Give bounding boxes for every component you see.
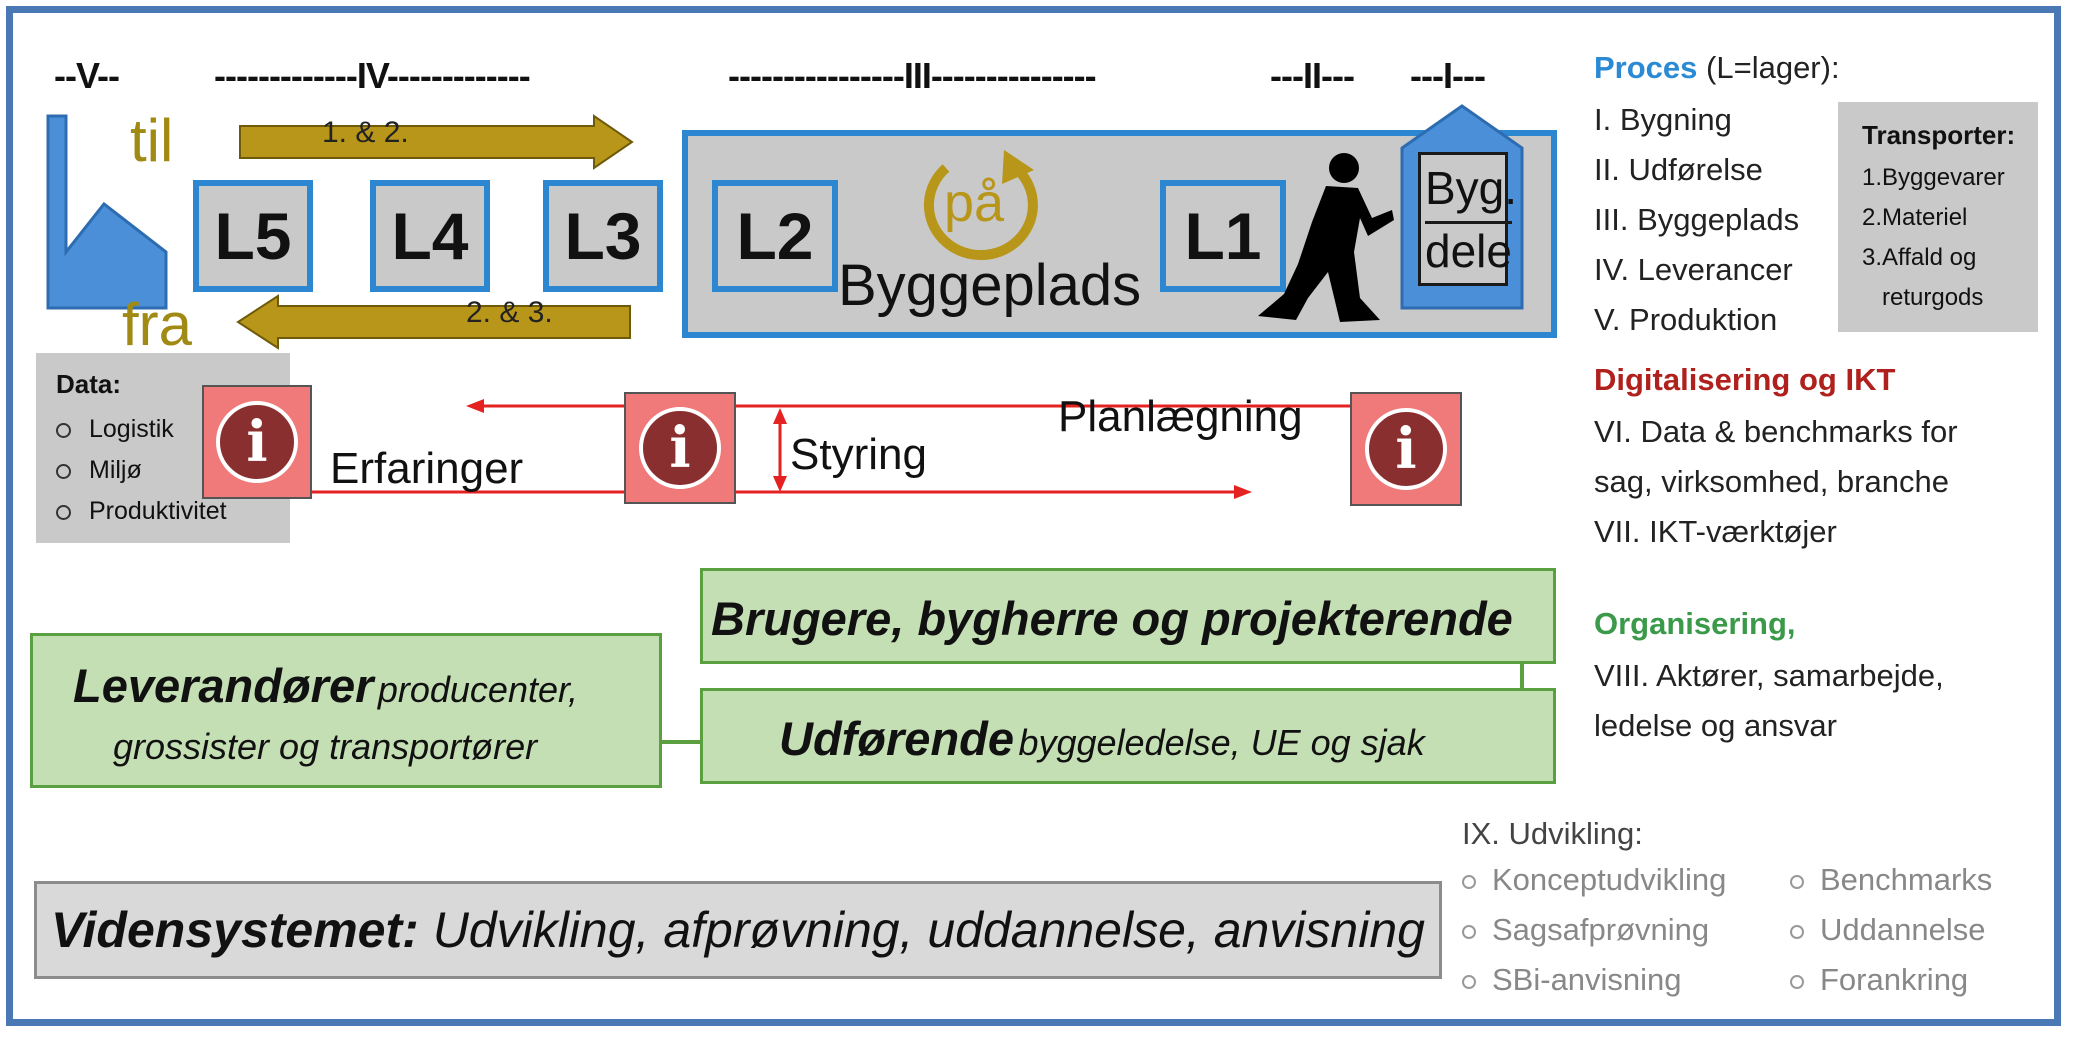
udforende-label: Udførende byggeledelse, UE og sjak xyxy=(779,712,1425,765)
bygdele-line1: Byg. xyxy=(1425,162,1518,214)
byggeplads-title: Byggeplads xyxy=(838,253,1142,318)
lager-l5: L5 xyxy=(193,180,313,292)
transporter-item: returgods xyxy=(1882,284,1984,311)
lager-l2: L2 xyxy=(712,180,838,292)
vidensystemet-bold: Vidensystemet: xyxy=(51,902,419,958)
udvikling-item: Forankring xyxy=(1790,962,1968,998)
vidensystemet-box: Vidensystemet: Udvikling, afprøvning, ud… xyxy=(34,881,1442,979)
info-icon: i xyxy=(1365,408,1447,490)
lager-l1: L1 xyxy=(1160,180,1286,292)
bygdele-line2: dele xyxy=(1425,221,1512,278)
proces-item: II. Udførelse xyxy=(1594,152,1763,187)
lager-l3: L3 xyxy=(543,180,663,292)
vidensystemet-rest: Udvikling, afprøvning, uddannelse, anvis… xyxy=(432,902,1425,958)
transporter-title: Transporter: xyxy=(1862,120,2016,150)
udvikling-item: Sagsafprøvning xyxy=(1462,912,1709,948)
lager-l4: L4 xyxy=(370,180,490,292)
org-item: VIII. Aktører, samarbejde, xyxy=(1594,658,1944,693)
phase-iv-label: -------------IV------------- xyxy=(214,55,531,96)
paa-label: på xyxy=(944,173,1005,233)
transporter-item: 1.Byggevarer xyxy=(1862,164,2005,191)
transporter-item: 3.Affald og xyxy=(1862,244,1977,271)
digital-item: VII. IKT-værktøjer xyxy=(1594,514,1837,549)
digital-item: VI. Data & benchmarks for xyxy=(1594,414,1958,449)
arrow-til xyxy=(239,114,634,170)
proces-item: III. Byggeplads xyxy=(1594,202,1800,237)
udvikling-item: Uddannelse xyxy=(1790,912,1985,948)
info-box-planlaegning: i xyxy=(1350,392,1462,506)
phase-ii-label: ---II--- xyxy=(1270,55,1355,96)
data-item: Miljø xyxy=(56,456,142,485)
phase-iii-label: ----------------III--------------- xyxy=(728,55,1097,96)
leverandorer-line2: grossister og transportører xyxy=(113,726,538,767)
proces-item: V. Produktion xyxy=(1594,302,1778,337)
planlaegning-label: Planlægning xyxy=(1058,392,1303,441)
info-box-erfaringer: i xyxy=(202,385,312,499)
data-panel-title: Data: xyxy=(56,369,122,399)
info-box-styring: i xyxy=(624,392,736,504)
factory-icon xyxy=(46,114,168,310)
erfaringer-label: Erfaringer xyxy=(330,444,524,493)
org-heading: Organisering, xyxy=(1594,606,1796,641)
styring-label: Styring xyxy=(790,430,927,479)
digital-item: sag, virksomhed, branche xyxy=(1594,464,1949,499)
transporter-panel: Transporter: 1.Byggevarer 2.Materiel 3.A… xyxy=(1838,102,2038,332)
bygdele-box: Byg. dele xyxy=(1418,152,1517,286)
info-icon: i xyxy=(639,407,721,489)
data-item: Logistik xyxy=(56,415,174,444)
phase-v-label: --V-- xyxy=(54,55,120,96)
transporter-item: 2.Materiel xyxy=(1862,204,1968,231)
phase-i-label: ---I--- xyxy=(1410,55,1486,96)
digital-heading: Digitalisering og IKT xyxy=(1594,362,1896,397)
arrow-fra xyxy=(236,294,631,350)
brugere-box: Brugere, bygherre og projekterende xyxy=(700,568,1556,664)
arrow-fra-label: 2. & 3. xyxy=(466,296,553,329)
worker-icon xyxy=(1258,153,1394,322)
fra-label: fra xyxy=(122,291,193,358)
data-item: Produktivitet xyxy=(56,497,227,526)
udforende-box: Udførende byggeledelse, UE og sjak xyxy=(700,688,1556,784)
udvikling-item: Benchmarks xyxy=(1790,862,1992,898)
udvikling-item: SBi-anvisning xyxy=(1462,962,1682,998)
udvikling-item: Konceptudvikling xyxy=(1462,862,1726,898)
arrow-til-label: 1. & 2. xyxy=(322,116,409,149)
proces-heading: Proces (L=lager): xyxy=(1594,50,1840,85)
brugere-label: Brugere, bygherre og projekterende xyxy=(711,592,1513,645)
org-item: ledelse og ansvar xyxy=(1594,708,1837,743)
udvikling-heading: IX. Udvikling: xyxy=(1462,816,1643,851)
leverandorer-line1: Leverandører producenter, xyxy=(73,659,579,712)
proces-item: I. Bygning xyxy=(1594,102,1732,137)
leverandorer-box: Leverandører producenter, grossister og … xyxy=(30,633,662,788)
cycle-arrow-icon xyxy=(923,150,1038,261)
proces-item: IV. Leverancer xyxy=(1594,252,1793,287)
til-label: til xyxy=(130,107,174,174)
info-icon: i xyxy=(216,401,298,483)
